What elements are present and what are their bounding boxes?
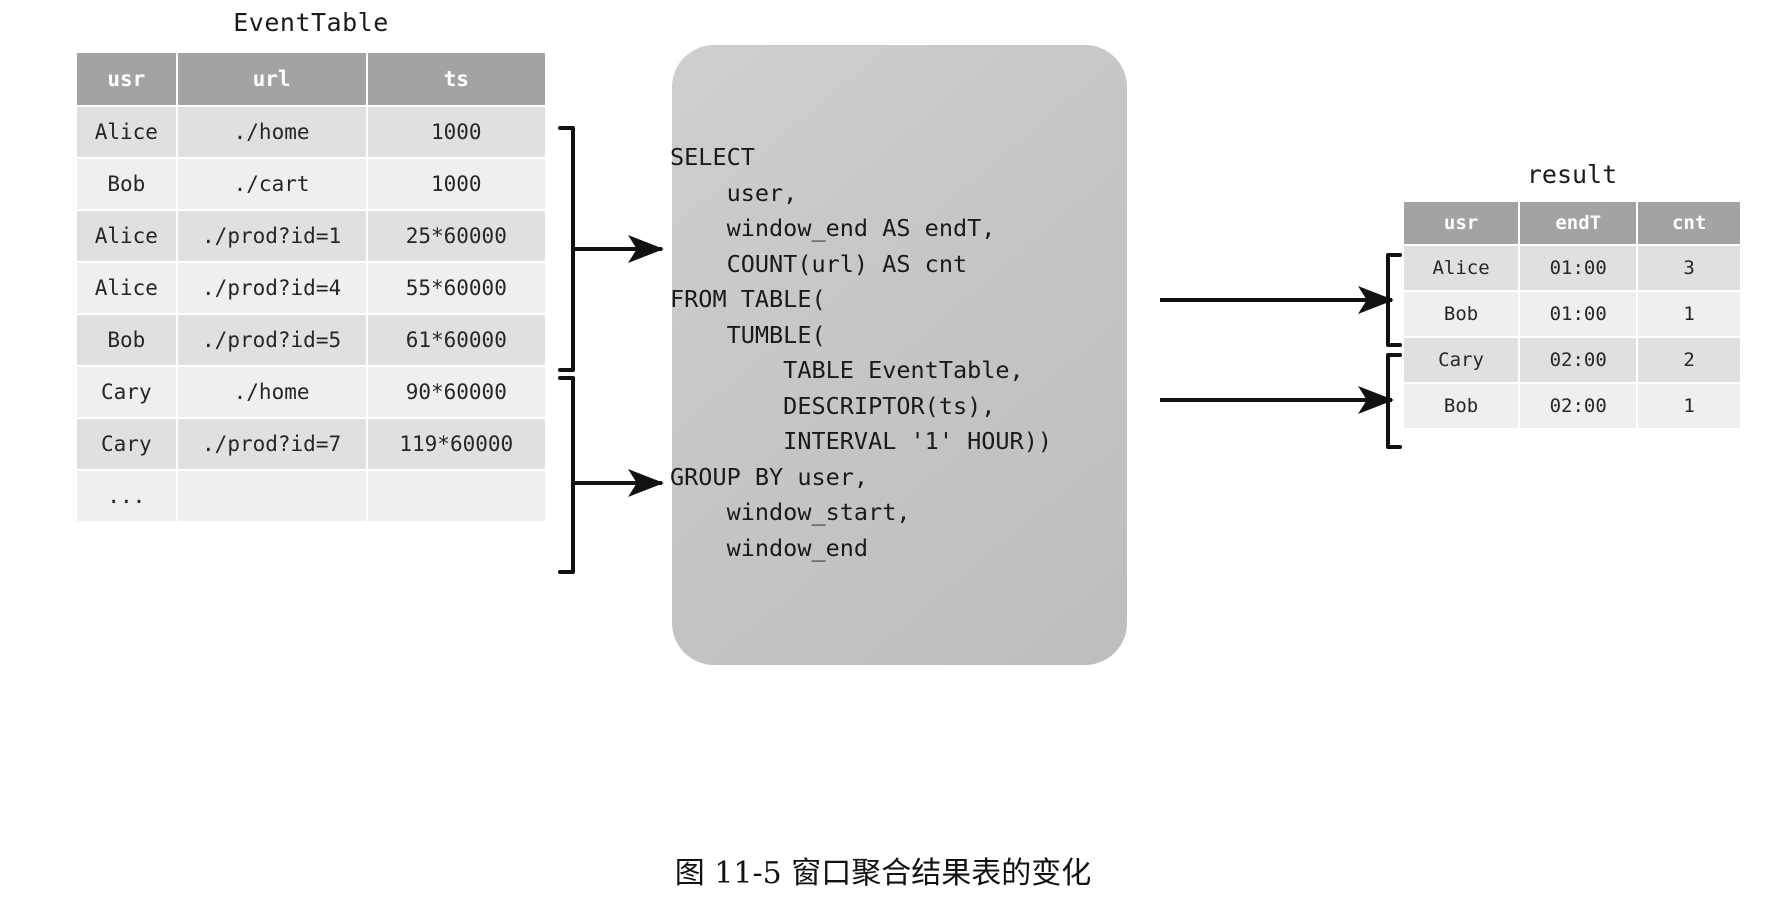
output-bracket-window-2 (1386, 353, 1402, 449)
table-row: Cary ./prod?id=7 119*60000 (77, 419, 545, 469)
cell-usr: Cary (77, 419, 176, 469)
cell-ts: 55*60000 (367, 263, 545, 313)
sql-query-text: SELECT user, window_end AS endT, COUNT(u… (670, 143, 1053, 562)
cell-usr: Alice (77, 263, 176, 313)
table-row: Alice ./home 1000 (77, 107, 545, 157)
column-header-ts: ts (367, 53, 545, 105)
cell-usr: Cary (1404, 338, 1519, 382)
cell-cnt: 3 (1638, 246, 1740, 290)
table-row: Bob ./cart 1000 (77, 159, 545, 209)
cell-ts: 90*60000 (367, 367, 545, 417)
input-bracket-window-2 (558, 376, 575, 574)
table-row: Bob ./prod?id=5 61*60000 (77, 315, 545, 365)
cell-cnt: 1 (1638, 292, 1740, 336)
result-table-title: result (1526, 160, 1618, 189)
cell-usr: Alice (77, 211, 176, 261)
cell-usr: Cary (77, 367, 176, 417)
cell-cnt: 1 (1638, 384, 1740, 428)
figure-caption: 图 11-5 窗口聚合结果表的变化 (674, 856, 1092, 891)
cell-ts: 119*60000 (367, 419, 545, 469)
cell-usr: Alice (1404, 246, 1519, 290)
sql-query-card (672, 45, 1127, 665)
table-row-ellipsis: ... (77, 471, 545, 521)
event-table-panel: EventTable usr url ts Alice ./home 1000 … (75, 8, 547, 523)
cell-cnt: 2 (1638, 338, 1740, 382)
table-row: Alice 01:00 3 (1404, 246, 1740, 290)
table-header-row: usr url ts (77, 53, 545, 105)
table-row: Alice ./prod?id=1 25*60000 (77, 211, 545, 261)
table-row: Bob 01:00 1 (1404, 292, 1740, 336)
column-header-usr: usr (1404, 202, 1519, 244)
table-row: Bob 02:00 1 (1404, 384, 1740, 428)
cell-ts: 25*60000 (367, 211, 545, 261)
cell-usr: Alice (77, 107, 176, 157)
cell-url: ./prod?id=1 (177, 211, 366, 261)
column-header-cnt: cnt (1638, 202, 1740, 244)
cell-usr: Bob (77, 159, 176, 209)
output-bracket-window-1 (1386, 253, 1402, 347)
cell-usr: ... (77, 471, 176, 521)
input-bracket-window-1 (558, 126, 575, 372)
cell-endt: 02:00 (1520, 338, 1637, 382)
cell-ts: 61*60000 (367, 315, 545, 365)
cell-usr: Bob (1404, 384, 1519, 428)
column-header-url: url (177, 53, 366, 105)
table-row: Alice ./prod?id=4 55*60000 (77, 263, 545, 313)
cell-ts (367, 471, 545, 521)
event-table: usr url ts Alice ./home 1000 Bob ./cart … (75, 51, 547, 523)
column-header-usr: usr (77, 53, 176, 105)
cell-url: ./home (177, 107, 366, 157)
cell-url: ./home (177, 367, 366, 417)
cell-url (177, 471, 366, 521)
cell-endt: 02:00 (1520, 384, 1637, 428)
table-row: Cary 02:00 2 (1404, 338, 1740, 382)
cell-usr: Bob (1404, 292, 1519, 336)
cell-url: ./prod?id=7 (177, 419, 366, 469)
event-table-title: EventTable (233, 8, 389, 37)
cell-ts: 1000 (367, 159, 545, 209)
cell-ts: 1000 (367, 107, 545, 157)
cell-endt: 01:00 (1520, 292, 1637, 336)
result-table: usr endT cnt Alice 01:00 3 Bob 01:00 1 C… (1402, 200, 1742, 430)
table-header-row: usr endT cnt (1404, 202, 1740, 244)
table-row: Cary ./home 90*60000 (77, 367, 545, 417)
result-table-panel: result usr endT cnt Alice 01:00 3 Bob 01… (1402, 160, 1742, 430)
cell-url: ./prod?id=5 (177, 315, 366, 365)
cell-endt: 01:00 (1520, 246, 1637, 290)
cell-url: ./cart (177, 159, 366, 209)
column-header-endt: endT (1520, 202, 1637, 244)
cell-url: ./prod?id=4 (177, 263, 366, 313)
cell-usr: Bob (77, 315, 176, 365)
